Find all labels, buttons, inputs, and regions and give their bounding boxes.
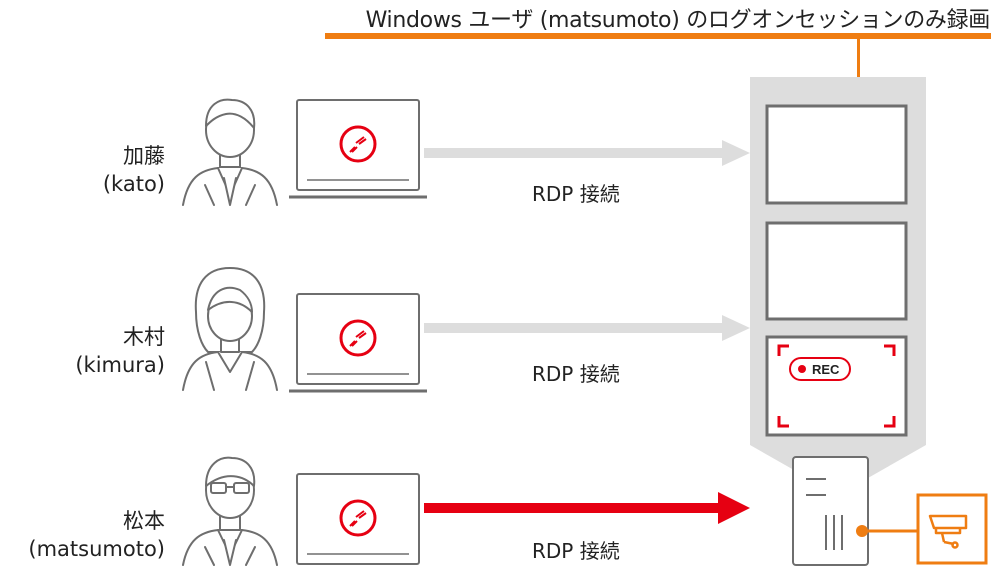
laptop-kato (287, 98, 429, 199)
connection-arrow-matsumoto (424, 492, 750, 524)
user-label-kimura: 木村 (kimura) (0, 323, 165, 379)
recorder-link-node (856, 525, 868, 537)
rdp-label-matsumoto: RDP 接続 (532, 539, 620, 563)
user-label-matsumoto: 松本 (matsumoto) (0, 507, 165, 563)
rec-badge (789, 357, 851, 381)
user-name-kimura: 木村 (123, 325, 165, 349)
user-name-kato: 加藤 (123, 144, 165, 168)
user-label-kato: 加藤 (kato) (0, 142, 165, 198)
server-tower (792, 456, 869, 566)
session-screen-kimura (765, 221, 908, 321)
user-id-matsumoto: (matsumoto) (28, 537, 165, 561)
rec-label: REC (812, 362, 840, 377)
connection-arrow-kimura (424, 315, 750, 341)
rdp-label-kimura: RDP 接続 (532, 362, 620, 386)
user-avatar-matsumoto (182, 456, 278, 566)
security-camera-icon (928, 514, 968, 549)
user-id-kimura: (kimura) (75, 353, 165, 377)
recording-scope-bar (325, 33, 991, 39)
user-id-kato: (kato) (102, 172, 165, 196)
diagram-title: Windows ユーザ (matsumoto) のログオンセッションのみ録画 (365, 8, 991, 33)
session-screen-kato (765, 104, 908, 205)
rdp-label-kato: RDP 接続 (532, 182, 620, 206)
session-screen-matsumoto (765, 335, 908, 437)
recording-scope-connector (857, 39, 860, 77)
connection-arrow-kato (424, 140, 750, 166)
laptop-kimura (287, 292, 429, 393)
laptop-matsumoto (287, 472, 429, 568)
user-name-matsumoto: 松本 (123, 509, 165, 533)
rec-frame-corners (777, 344, 896, 428)
user-avatar-kimura (182, 267, 278, 391)
user-avatar-kato (182, 98, 278, 206)
